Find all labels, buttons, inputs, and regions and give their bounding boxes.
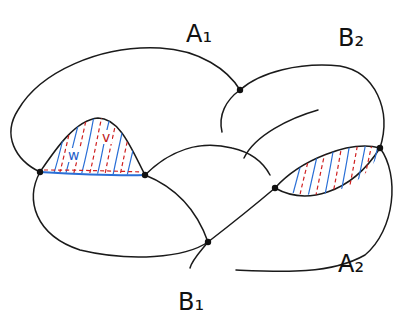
curve-label-v: v <box>100 130 112 144</box>
curve-label: B₁ <box>178 290 204 314</box>
curve-label: B₂ <box>338 26 364 50</box>
curve-label-w: w <box>66 148 81 162</box>
curve-label: A₁ <box>186 22 212 46</box>
curve-label: A₂ <box>338 252 364 276</box>
